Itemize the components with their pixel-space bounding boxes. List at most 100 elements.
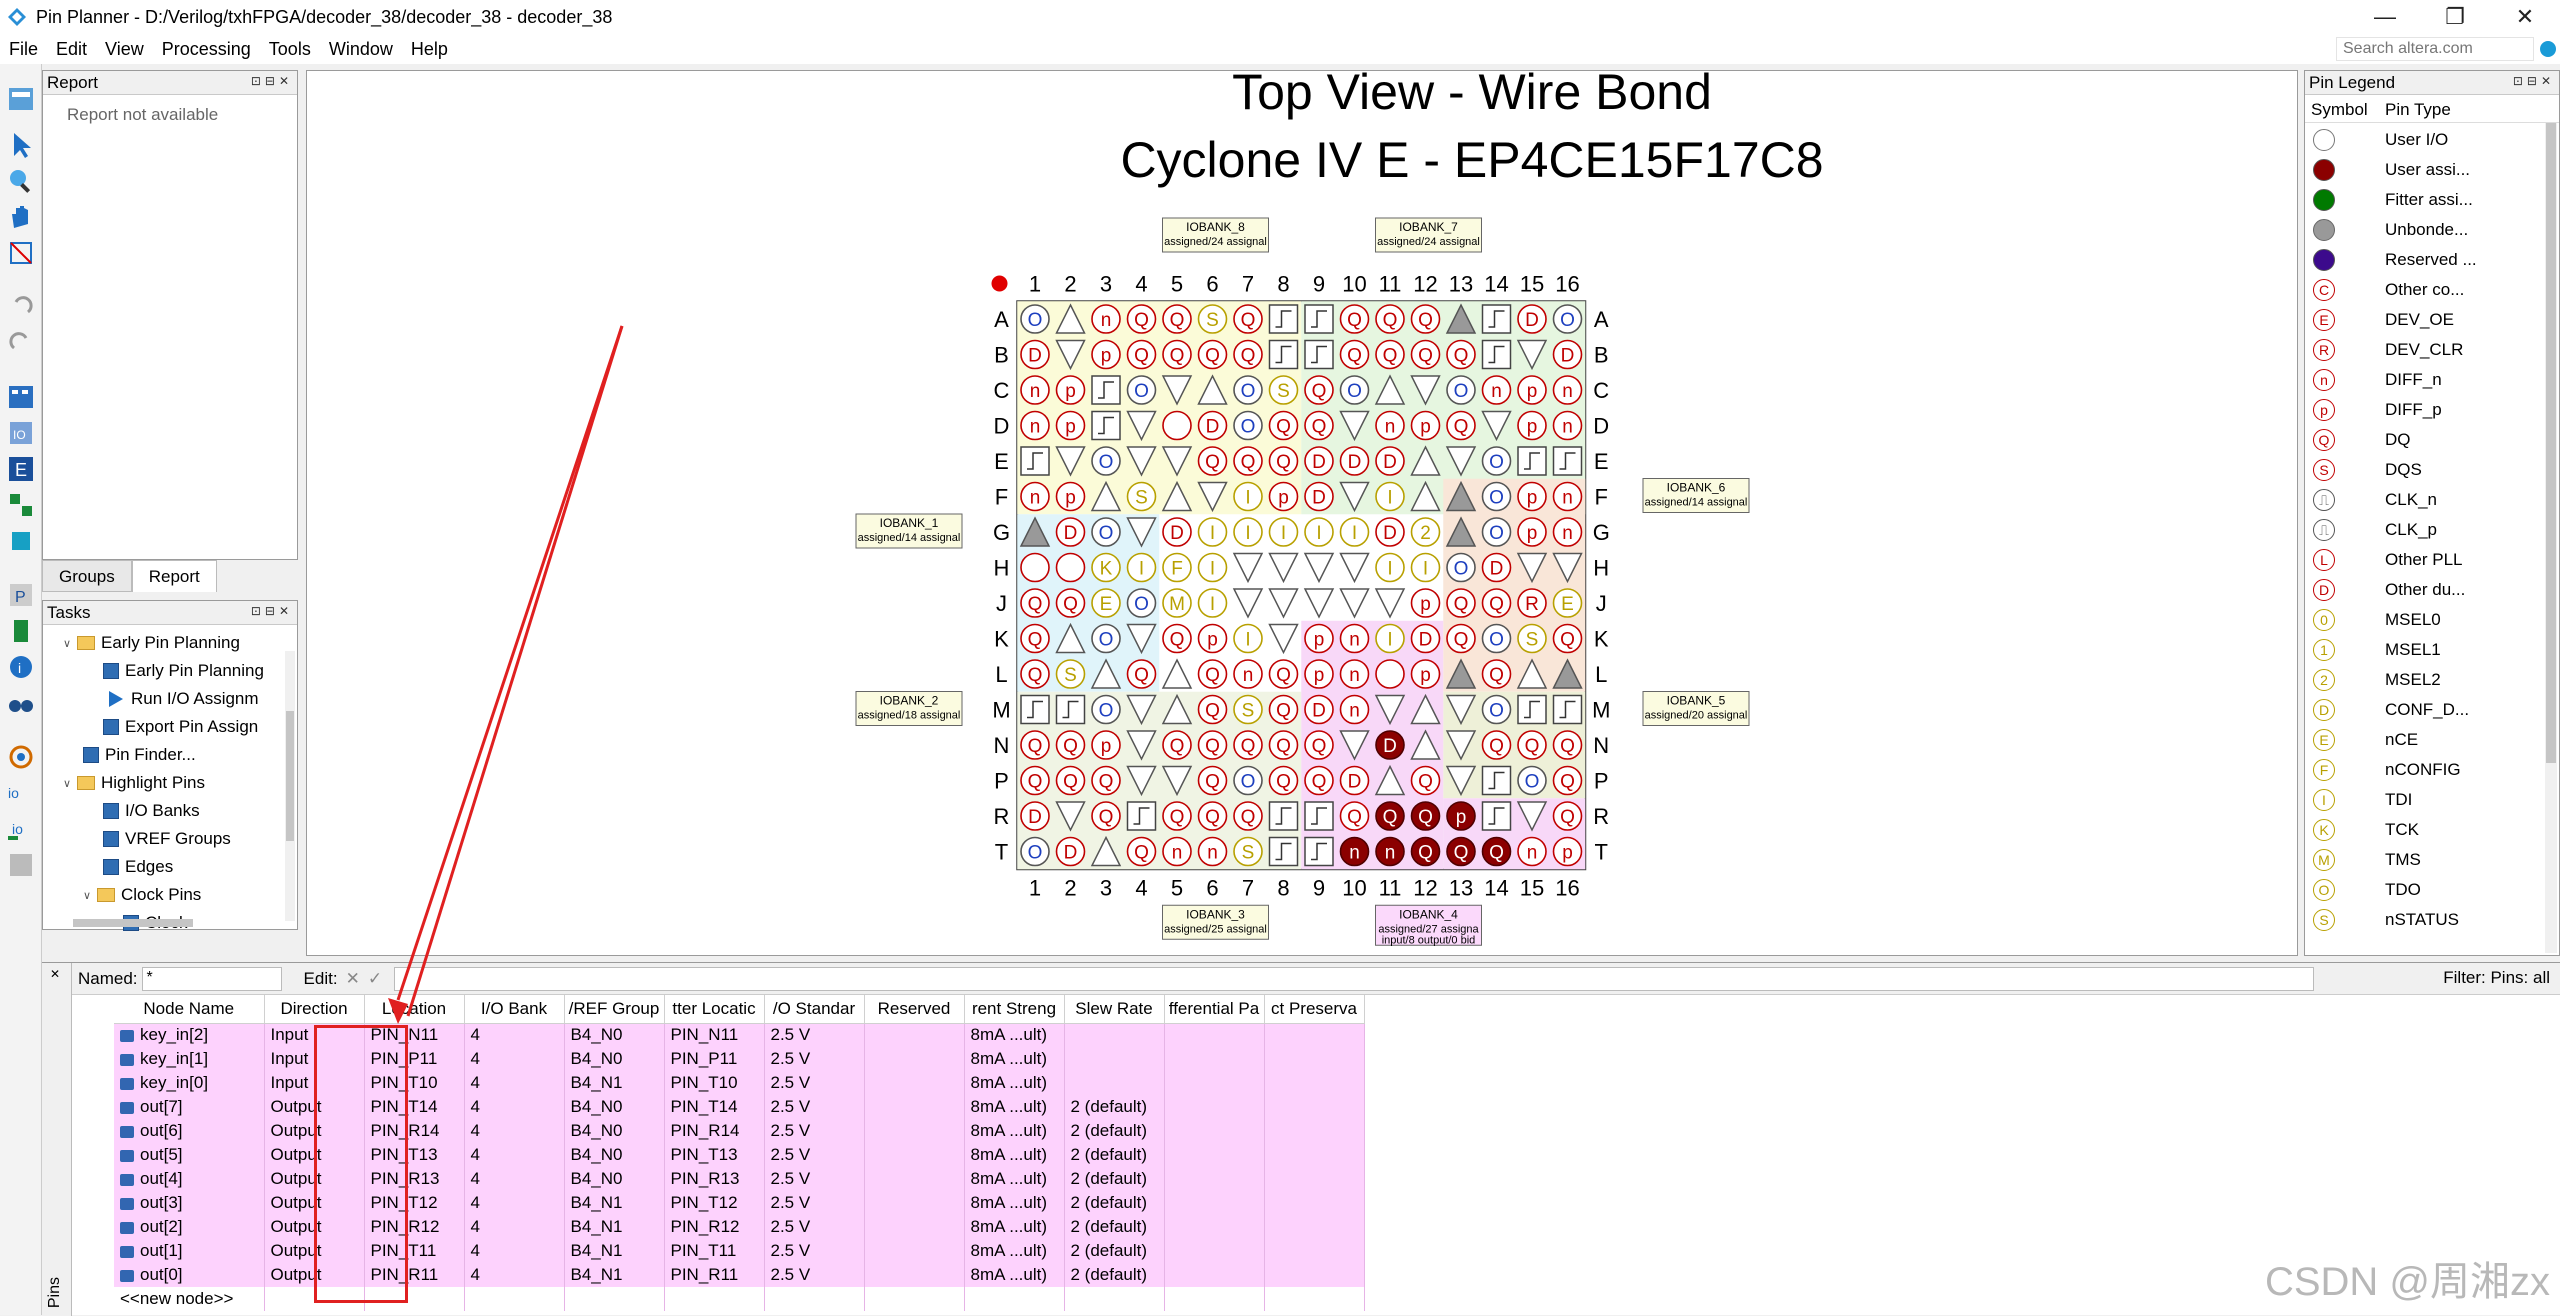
pin-clock[interactable] — [1305, 341, 1333, 369]
pin-clock[interactable] — [1021, 696, 1049, 724]
pin-clock[interactable] — [1483, 802, 1511, 830]
tab-groups[interactable]: Groups — [42, 560, 132, 592]
scroll-thumb[interactable] — [2546, 123, 2556, 763]
pin-grid[interactable]: 1122334455667788991010111112121313141415… — [856, 218, 1749, 946]
pin-clock[interactable] — [1128, 802, 1156, 830]
io-out-icon[interactable]: io — [6, 814, 36, 844]
menu-view[interactable]: View — [96, 39, 153, 60]
column-header-strict-preservation[interactable]: ct Preserva — [1264, 995, 1364, 1023]
new-node-cell[interactable]: <<new node>> — [114, 1287, 264, 1311]
task-clock-pins[interactable]: ∨Clock Pins — [83, 885, 201, 905]
io-in-icon[interactable]: io — [6, 778, 36, 808]
package-view[interactable]: Top View - Wire Bond Cyclone IV E - EP4C… — [306, 70, 2298, 956]
e-icon[interactable]: E — [6, 454, 36, 484]
pin-H1[interactable] — [1021, 554, 1049, 582]
pin-clock[interactable] — [1518, 447, 1546, 475]
menu-tools[interactable]: Tools — [260, 39, 320, 60]
pin-clock[interactable] — [1483, 341, 1511, 369]
layout-icon[interactable] — [6, 84, 36, 114]
redo-icon[interactable] — [6, 328, 36, 358]
fit-icon[interactable] — [6, 238, 36, 268]
pin-clock[interactable] — [1518, 696, 1546, 724]
task-pin-finder[interactable]: Pin Finder... — [83, 745, 196, 765]
search-input[interactable]: Search altera.com — [2336, 37, 2534, 61]
column-header-direction[interactable]: Direction — [264, 995, 364, 1023]
column-header-i-o-bank[interactable]: I/O Bank — [464, 995, 564, 1023]
collapse-icon[interactable]: ∨ — [83, 889, 97, 902]
zoom-icon[interactable] — [6, 166, 36, 196]
column-header-current-strength[interactable]: rent Streng — [964, 995, 1064, 1023]
collapse-icon[interactable]: ∨ — [63, 637, 77, 650]
named-filter-combo[interactable]: * — [142, 967, 282, 991]
pin-D5[interactable] — [1163, 412, 1191, 440]
pin-view-icon[interactable] — [6, 382, 36, 412]
pin-clock[interactable] — [1305, 802, 1333, 830]
close-button[interactable]: ✕ — [2490, 0, 2560, 34]
column-header-i-o-standard[interactable]: /O Standar — [764, 995, 864, 1023]
column-header-slew-rate[interactable]: Slew Rate — [1064, 995, 1164, 1023]
pin-clock[interactable] — [1305, 838, 1333, 866]
pin-clock[interactable] — [1483, 767, 1511, 795]
column-header-differential-pair[interactable]: fferential Pa — [1164, 995, 1264, 1023]
target-icon[interactable] — [6, 742, 36, 772]
task-vref-groups[interactable]: VREF Groups — [103, 829, 231, 849]
task-export-pin-assignments[interactable]: Export Pin Assign — [103, 717, 258, 737]
menu-processing[interactable]: Processing — [153, 39, 260, 60]
tab-report[interactable]: Report — [132, 560, 217, 592]
legend-scrollbar[interactable] — [2545, 123, 2557, 953]
pin-clock[interactable] — [1270, 838, 1298, 866]
pin-clock[interactable] — [1554, 696, 1582, 724]
task-edges[interactable]: Edges — [103, 857, 173, 877]
pin-clock[interactable] — [1270, 305, 1298, 333]
pin-clock[interactable] — [1092, 412, 1120, 440]
menu-file[interactable]: File — [0, 39, 47, 60]
pin-H2[interactable] — [1057, 554, 1085, 582]
pin-clock[interactable] — [1270, 802, 1298, 830]
task-highlight-pins[interactable]: ∨Highlight Pins — [63, 773, 205, 793]
pin-clock[interactable] — [1270, 341, 1298, 369]
tasks-scrollbar[interactable] — [285, 651, 295, 921]
collapse-icon[interactable]: ∨ — [63, 777, 77, 790]
package-diagram[interactable]: Top View - Wire Bond Cyclone IV E - EP4C… — [307, 71, 2298, 956]
column-header-vref-group[interactable]: /REF Group — [564, 995, 664, 1023]
binoculars-icon[interactable] — [6, 688, 36, 718]
accept-edit-icon[interactable]: ✓ — [368, 969, 382, 989]
panel-controls-icon[interactable]: ⊡⊟✕ — [251, 604, 293, 618]
diff-icon[interactable] — [6, 490, 36, 520]
assign-icon[interactable] — [6, 616, 36, 646]
pin-clock[interactable] — [1092, 376, 1120, 404]
pin-L11[interactable] — [1376, 660, 1404, 688]
hand-icon[interactable] — [6, 202, 36, 232]
pin-clock[interactable] — [1554, 447, 1582, 475]
menu-edit[interactable]: Edit — [47, 39, 96, 60]
panel-controls-icon[interactable]: ⊡⊟✕ — [251, 74, 293, 88]
restore-button[interactable]: ❐ — [2420, 0, 2490, 34]
panel-controls-icon[interactable]: ✕ — [50, 967, 60, 981]
column-header-reserved[interactable]: Reserved — [864, 995, 964, 1023]
swap-icon[interactable] — [6, 526, 36, 556]
tasks-horizontal-scrollbar[interactable] — [73, 919, 193, 927]
filter-combo[interactable]: Filter: Pins: all — [2443, 968, 2550, 988]
pin-clock[interactable] — [1057, 696, 1085, 724]
p-icon[interactable]: P — [6, 580, 36, 610]
column-header-location[interactable]: Location — [364, 995, 464, 1023]
menu-help[interactable]: Help — [402, 39, 457, 60]
minimize-button[interactable]: — — [2350, 0, 2420, 34]
search-go-icon[interactable] — [2540, 41, 2556, 57]
panel-controls-icon[interactable]: ⊡⊟✕ — [2513, 74, 2555, 88]
info-icon[interactable]: i — [6, 652, 36, 682]
io-icon[interactable]: IO — [6, 418, 36, 448]
undo-icon[interactable] — [6, 292, 36, 322]
pin-clock[interactable] — [1483, 305, 1511, 333]
